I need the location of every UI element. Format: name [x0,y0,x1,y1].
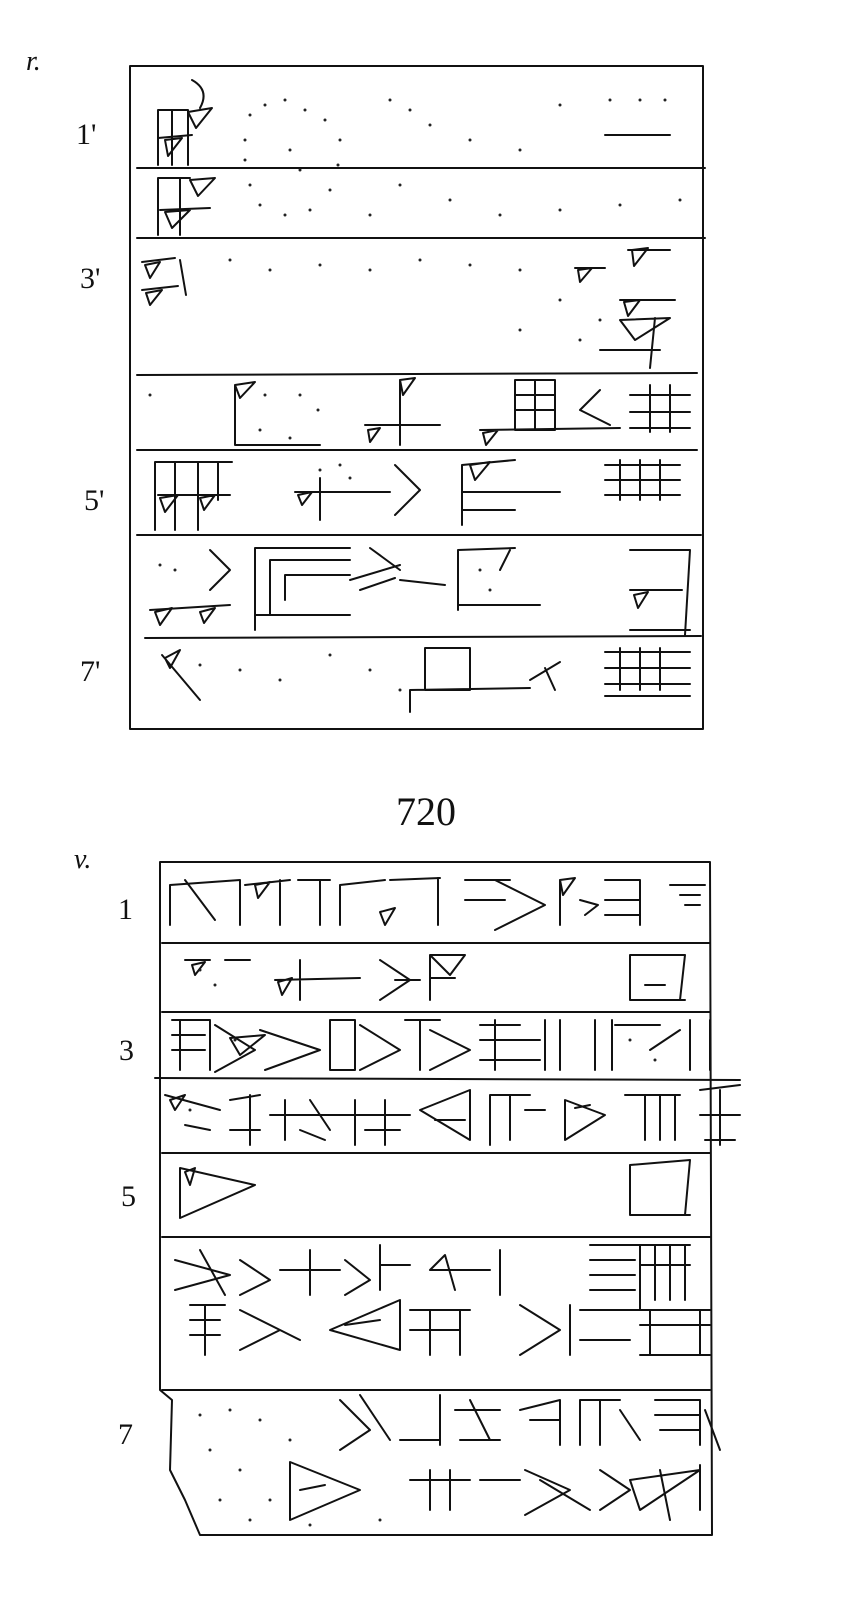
tablet-number-title: 720 [396,789,456,834]
upper-line-4-signs [234,377,691,446]
upper-tablet-frame [129,65,704,730]
upper-line-number-5: 5' [84,484,105,517]
lower-line-number-3: 3 [119,1034,134,1067]
upper-side-label: r. [26,46,41,77]
upper-line-3-signs [141,247,676,369]
lower-line-number-7: 7 [118,1418,133,1451]
upper-line-number-1: 1' [76,118,97,151]
upper-ruling [144,635,702,639]
lower-side-label: v. [74,844,92,875]
upper-line-7-signs [161,647,691,713]
lower-line-number-5: 5 [121,1180,136,1213]
upper-line-6-signs [149,547,691,636]
upper-line-1-signs [157,79,671,236]
upper-ruling [136,372,698,376]
lower-line-number-1: 1 [118,893,133,926]
upper-line-number-7: 7' [80,655,101,688]
upper-line-number-3: 3' [80,262,101,295]
upper-erasure-dots [148,98,682,692]
upper-line-5-signs [154,459,681,531]
